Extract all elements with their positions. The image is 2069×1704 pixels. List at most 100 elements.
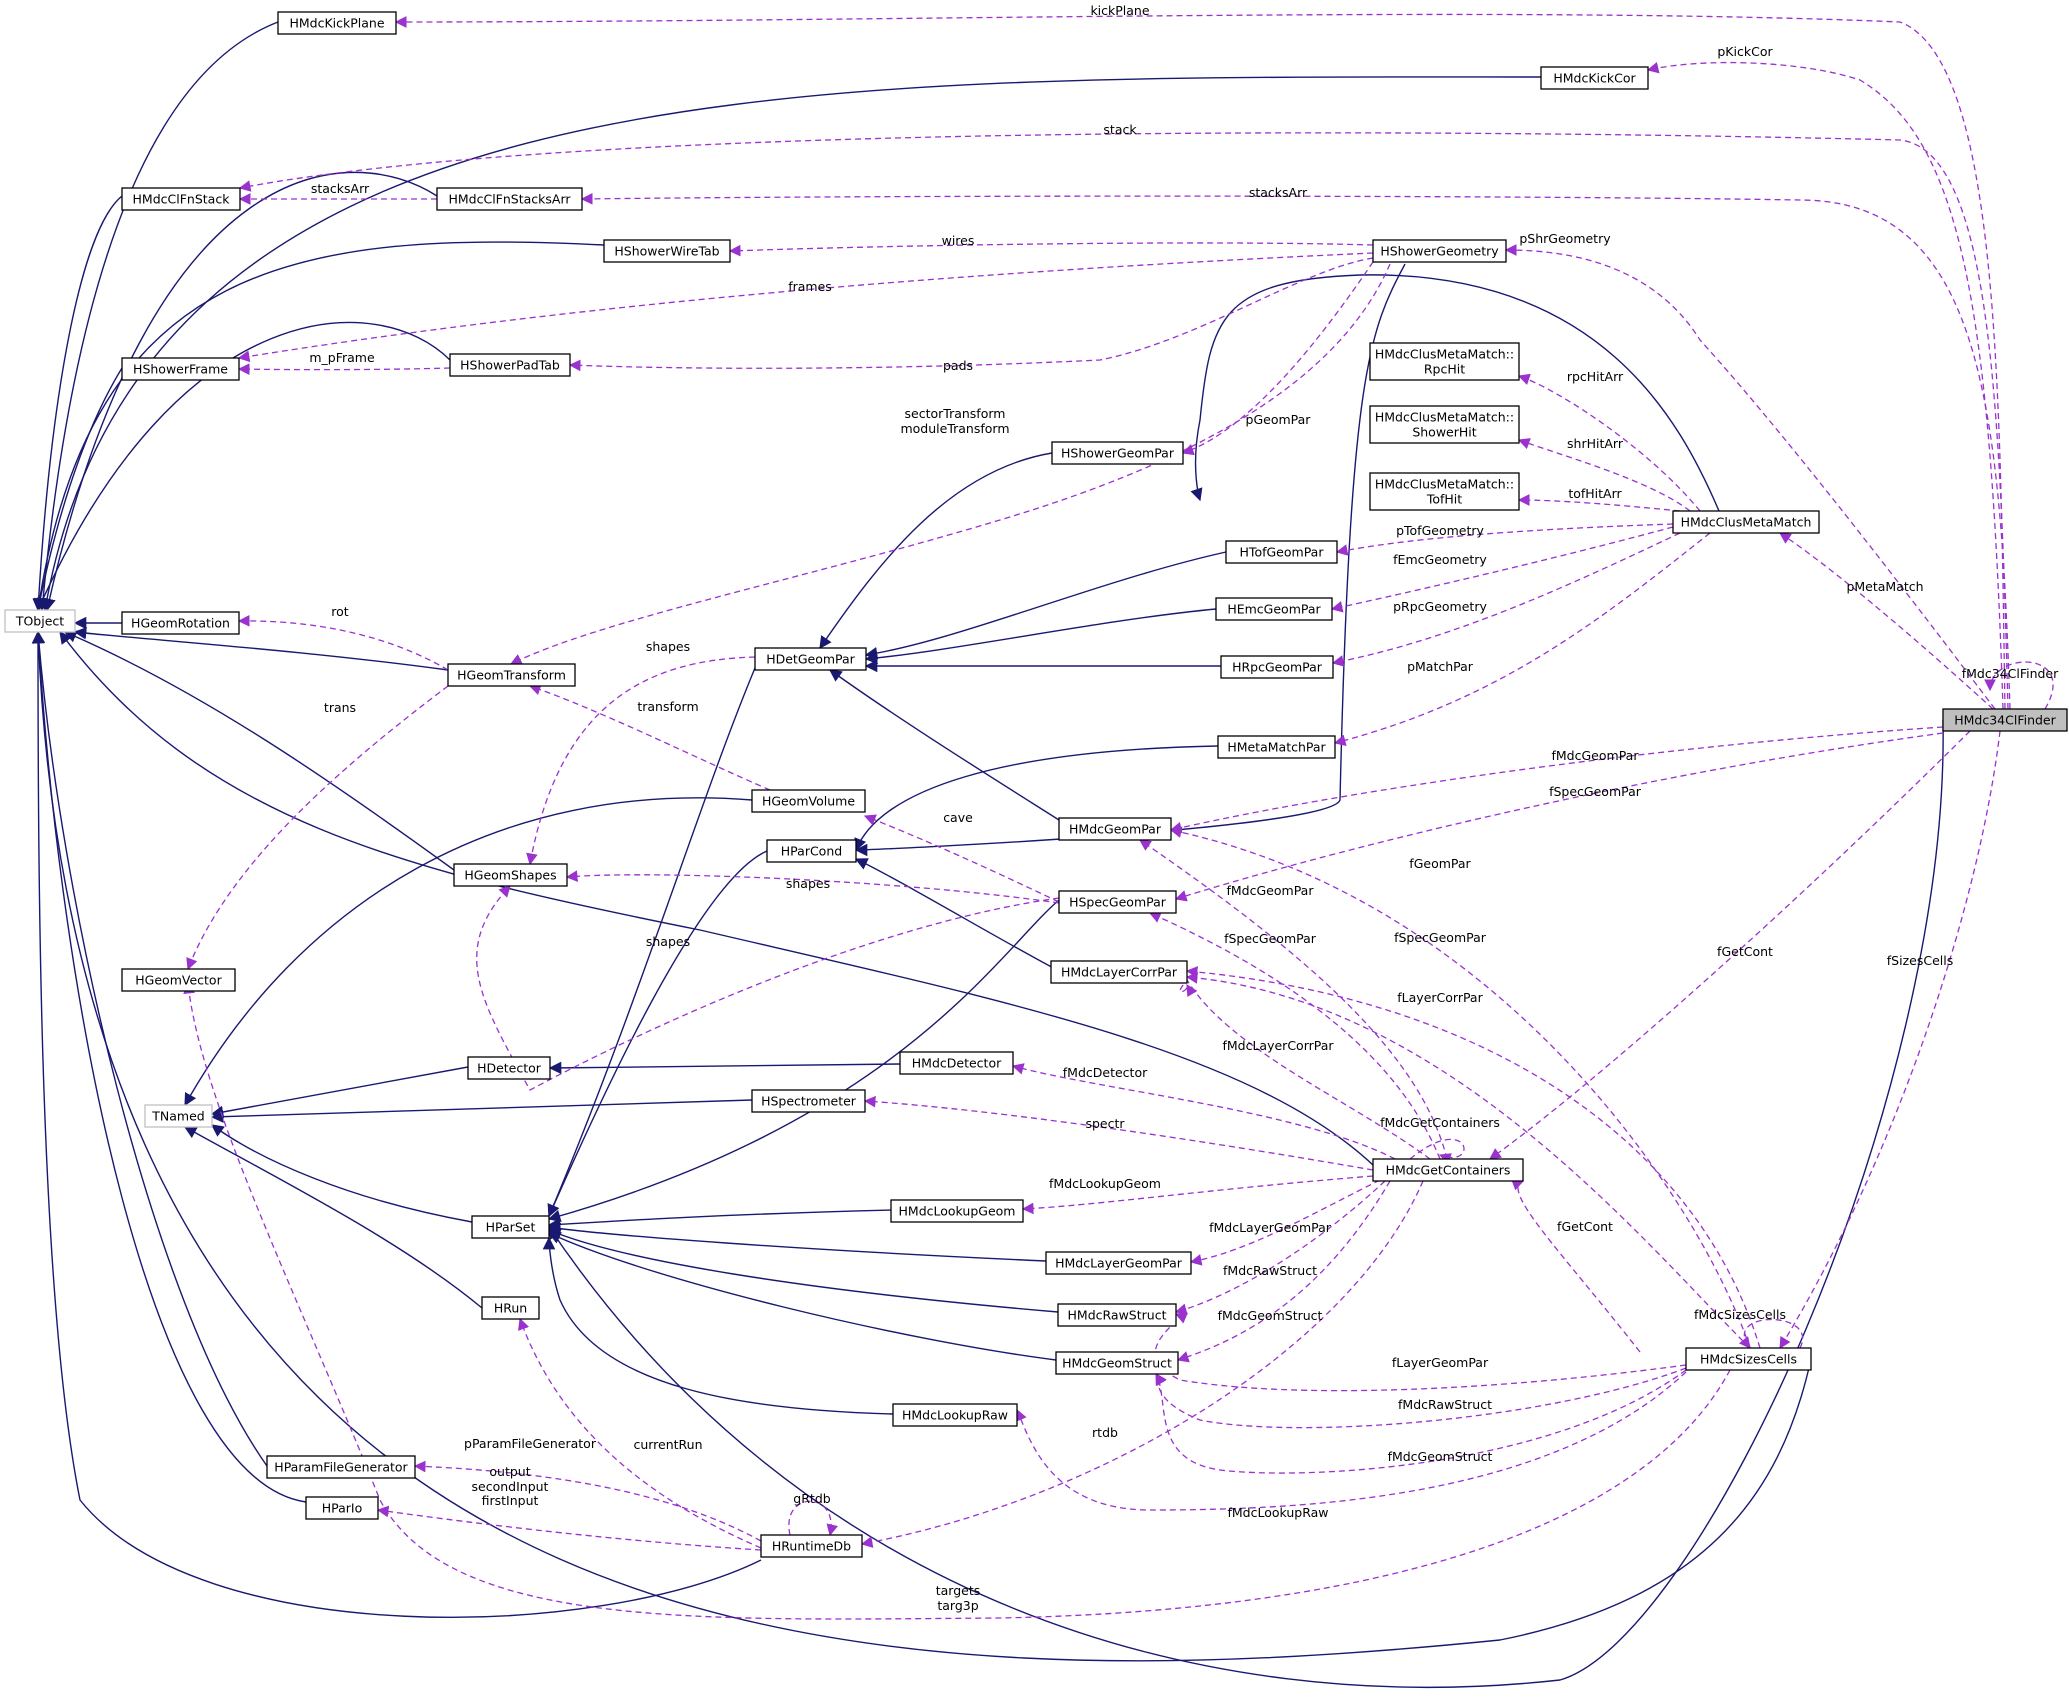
- class-node-hspec-geom-par[interactable]: HSpecGeomPar: [1058, 890, 1177, 914]
- class-name: HShowerPadTab: [460, 358, 560, 373]
- class-node-hshower-pad-tab[interactable]: HShowerPadTab: [449, 353, 571, 377]
- edge-label: pKickCor: [1717, 44, 1773, 59]
- class-name: HParCond: [781, 844, 842, 859]
- class-box: [1051, 441, 1184, 465]
- inheritance-edge-27: [548, 1061, 901, 1075]
- usage-edge-39: [394, 13, 2006, 710]
- class-node-rpc-hit[interactable]: HMdcClusMetaMatch::RpcHit: [1369, 342, 1520, 381]
- class-name: HTofGeomPar: [1240, 545, 1325, 560]
- edge-label: kickPlane: [1090, 3, 1149, 18]
- class-node-hshower-geom-par[interactable]: HShowerGeomPar: [1051, 441, 1184, 465]
- usage-edge-71: [1148, 911, 1441, 1160]
- class-name: HDetector: [477, 1061, 542, 1076]
- class-name: HMdcRawStruct: [1068, 1308, 1167, 1323]
- class-name: HMdcLayerCorrPar: [1061, 965, 1178, 980]
- usage-edge-54: [1335, 523, 1674, 556]
- inheritance-edge-28: [210, 1099, 753, 1123]
- class-node-hmdc-kick-plane[interactable]: HMdcKickPlane: [277, 11, 397, 35]
- class-node-hmdc-geom-struct[interactable]: HMdcGeomStruct: [1055, 1351, 1179, 1375]
- class-node-hmeta-match-par[interactable]: HMetaMatchPar: [1217, 735, 1336, 759]
- class-node-tobject[interactable]: TObject: [4, 609, 76, 633]
- class-node-hmdc-cl-fn-stacks-arr[interactable]: HMdcClFnStacksArr: [436, 187, 583, 211]
- usage-edge-55: [1779, 532, 1994, 710]
- class-node-hshower-geometry[interactable]: HShowerGeometry: [1372, 239, 1507, 263]
- inheritance-edge-11: [854, 263, 1406, 857]
- usage-edge-40: [1646, 61, 2004, 710]
- class-node-hmdc34-cl-finder[interactable]: HMdc34ClFinder: [1942, 708, 2068, 732]
- class-node-hpar-io[interactable]: HParIo: [305, 1496, 379, 1520]
- class-node-hdetector[interactable]: HDetector: [467, 1056, 551, 1080]
- edge-label: fMdcDetector: [1063, 1065, 1148, 1080]
- class-node-hparam-file-generator[interactable]: HParamFileGenerator: [266, 1455, 416, 1479]
- class-box: [751, 789, 866, 813]
- edge-label: currentRun: [633, 1437, 702, 1452]
- usage-edge-61: [1333, 532, 1711, 747]
- usage-edge-64: [1169, 726, 1944, 834]
- edge-label: fGeomPar: [1409, 856, 1471, 871]
- class-node-hspectrometer[interactable]: HSpectrometer: [751, 1089, 866, 1113]
- edge-label: frames: [788, 279, 832, 294]
- class-node-hrun[interactable]: HRun: [481, 1296, 540, 1320]
- inheritance-edge-34: [547, 1232, 1057, 1361]
- class-node-hmdc-lookup-raw[interactable]: HMdcLookupRaw: [892, 1403, 1018, 1427]
- edge-label: shapes: [646, 934, 690, 949]
- class-node-hmdc-geom-par[interactable]: HMdcGeomPar: [1058, 817, 1172, 841]
- usage-edge-90: [518, 1317, 762, 1549]
- class-node-hpar-cond[interactable]: HParCond: [766, 839, 857, 863]
- class-node-hmdc-layer-geom-par[interactable]: HMdcLayerGeomPar: [1045, 1251, 1192, 1275]
- class-node-tnamed[interactable]: TNamed: [144, 1104, 213, 1128]
- class-node-hmdc-sizes-cells[interactable]: HMdcSizesCells: [1685, 1347, 1812, 1371]
- class-node-tof-hit[interactable]: HMdcClusMetaMatch::TofHit: [1369, 472, 1520, 511]
- class-box: [1369, 472, 1520, 511]
- usage-edge-89: [413, 1460, 762, 1542]
- class-node-hgeom-volume[interactable]: HGeomVolume: [751, 789, 866, 813]
- class-name: HSpecGeomPar: [1069, 895, 1167, 910]
- class-box: [1058, 890, 1177, 914]
- class-node-hgeom-vector[interactable]: HGeomVector: [121, 968, 236, 992]
- class-node-hshower-wire-tab[interactable]: HShowerWireTab: [603, 239, 731, 263]
- class-node-hmdc-layer-corr-par[interactable]: HMdcLayerCorrPar: [1050, 960, 1188, 984]
- class-name: TofHit: [1426, 492, 1462, 507]
- class-name: HGeomVector: [135, 973, 222, 988]
- class-node-hmdc-lookup-geom[interactable]: HMdcLookupGeom: [890, 1199, 1024, 1223]
- class-name: HDetGeomPar: [766, 652, 855, 667]
- class-node-hpar-set[interactable]: HParSet: [471, 1215, 550, 1239]
- class-node-hshower-frame[interactable]: HShowerFrame: [121, 357, 240, 381]
- inheritance-edge-31: [547, 1209, 892, 1231]
- class-node-htof-geom-par[interactable]: HTofGeomPar: [1225, 540, 1338, 564]
- class-node-hmdc-detector[interactable]: HMdcDetector: [899, 1051, 1014, 1075]
- class-name: HSpectrometer: [761, 1094, 857, 1109]
- class-node-hrpc-geom-par[interactable]: HRpcGeomPar: [1220, 655, 1334, 679]
- usage-edge-68: [565, 870, 1060, 904]
- usage-edge-53: [1517, 494, 1681, 512]
- class-node-hemc-geom-par[interactable]: HEmcGeomPar: [1215, 597, 1333, 621]
- class-box: [436, 187, 583, 211]
- inheritance-edge-18: [32, 630, 1812, 1662]
- inheritance-edge-26: [210, 1066, 469, 1119]
- usage-edge-60: [1984, 661, 2054, 710]
- class-node-hmdc-raw-struct[interactable]: HMdcRawStruct: [1057, 1303, 1177, 1327]
- class-node-hmdc-get-containers[interactable]: HMdcGetContainers: [1372, 1158, 1524, 1182]
- edge-label: sectorTransform: [905, 406, 1006, 421]
- class-node-hmdc-clus-meta-match[interactable]: HMdcClusMetaMatch: [1672, 510, 1820, 534]
- class-node-hgeom-shapes[interactable]: HGeomShapes: [453, 863, 568, 887]
- edge-label: spectr: [1085, 1116, 1125, 1131]
- class-name: HGeomShapes: [464, 868, 556, 883]
- usage-edge-57: [237, 614, 449, 671]
- usage-edge-52: [1517, 438, 1691, 512]
- class-node-hruntime-db[interactable]: HRuntimeDb: [760, 1534, 863, 1558]
- class-node-hgeom-transform[interactable]: HGeomTransform: [447, 663, 576, 687]
- class-name: HMdc34ClFinder: [1954, 713, 2056, 728]
- usage-edge-94: [1015, 1371, 1687, 1511]
- class-node-hgeom-rotation[interactable]: HGeomRotation: [121, 611, 240, 635]
- class-box: [1050, 960, 1188, 984]
- class-name: HShowerWireTab: [614, 244, 719, 259]
- class-node-hdet-geom-par[interactable]: HDetGeomPar: [754, 647, 867, 671]
- class-node-hmdc-cl-fn-stack[interactable]: HMdcClFnStack: [121, 187, 241, 211]
- class-box: [892, 1403, 1018, 1427]
- class-box: [1215, 597, 1333, 621]
- class-box: [766, 839, 857, 863]
- class-node-shower-hit[interactable]: HMdcClusMetaMatch::ShowerHit: [1369, 405, 1520, 444]
- edge-label: pParamFileGenerator: [464, 1436, 597, 1451]
- class-node-hmdc-kick-cor[interactable]: HMdcKickCor: [1540, 66, 1649, 90]
